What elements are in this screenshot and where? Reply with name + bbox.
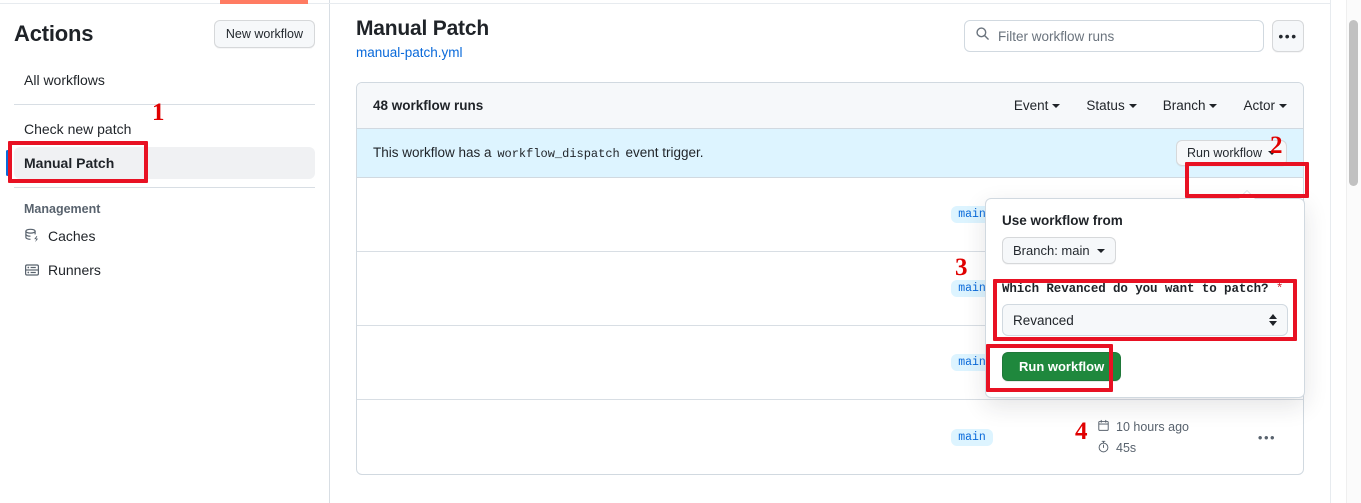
- run-workflow-submit-button[interactable]: Run workflow: [1002, 352, 1122, 381]
- chevron-down-icon: [1052, 103, 1061, 108]
- run-workflow-popover: Use workflow from Branch: main Which Rev…: [985, 190, 1305, 398]
- dispatch-text-after: event trigger.: [625, 145, 704, 160]
- filter-event[interactable]: Event: [1014, 98, 1061, 113]
- workflow-runs-count: 48 workflow runs: [373, 98, 484, 113]
- table-row[interactable]: main: [357, 178, 1303, 252]
- required-marker: *: [1275, 282, 1284, 296]
- dispatch-banner-text: This workflow has a workflow_dispatch ev…: [373, 145, 704, 161]
- row-branch-cell: main: [847, 428, 1097, 446]
- annotation-number-3: 3: [955, 254, 968, 281]
- table-row[interactable]: main 10 hou: [357, 400, 1303, 474]
- timestamp-text: 10 hours ago: [1116, 419, 1189, 434]
- row-more-options-button[interactable]: •••: [1257, 429, 1277, 445]
- workflow-input-label-text: Which Revanced do you want to patch?: [1002, 282, 1269, 296]
- row-branch-cell: main: [847, 280, 1097, 297]
- filter-bar: Event Status Branch Actor: [1014, 98, 1287, 113]
- sidebar-item-label: Runners: [48, 262, 101, 278]
- branch-badge[interactable]: main: [951, 428, 993, 446]
- branch-selector-button[interactable]: Branch: main: [1002, 237, 1116, 264]
- chevron-down-icon: [1096, 248, 1105, 253]
- sidebar-group-management: Management: [24, 202, 101, 216]
- row-meta-cell: 10 hours ago 45s: [1097, 419, 1247, 456]
- branch-badge[interactable]: main: [951, 354, 993, 371]
- row-timestamp: 10 hours ago: [1097, 419, 1247, 435]
- sidebar-divider: [14, 187, 315, 188]
- new-workflow-button[interactable]: New workflow: [213, 20, 315, 48]
- sidebar-item-label: Caches: [48, 228, 96, 244]
- workflow-runs-panel: 48 workflow runs Event Status Branch: [356, 82, 1304, 475]
- branch-badge[interactable]: main: [951, 206, 993, 223]
- run-workflow-dropdown-button[interactable]: Run workflow: [1175, 140, 1287, 166]
- filter-label: Actor: [1243, 98, 1275, 113]
- dispatch-text-before: This workflow has a: [373, 145, 492, 160]
- sidebar-item-runners[interactable]: Runners: [14, 254, 315, 286]
- workflow-title: Manual Patch: [356, 17, 489, 40]
- duration-text: 45s: [1116, 440, 1137, 455]
- row-branch-cell: main: [847, 354, 1097, 371]
- revanced-select[interactable]: Revanced: [1002, 304, 1288, 336]
- search-icon: [975, 26, 990, 46]
- stopwatch-icon: [1097, 440, 1110, 456]
- annotation-number-4: 4: [1075, 418, 1088, 445]
- sidebar-item-label: Check new patch: [24, 121, 132, 137]
- top-hairline: [0, 3, 1330, 4]
- sidebar-item-label: Manual Patch: [24, 155, 115, 171]
- filter-branch[interactable]: Branch: [1163, 98, 1218, 113]
- annotation-number-1: 1: [152, 99, 165, 126]
- cache-icon: [24, 228, 40, 244]
- sidebar-divider: [14, 104, 315, 105]
- sidebar-item-all-workflows[interactable]: All workflows: [14, 64, 315, 96]
- revanced-select-value: Revanced: [1013, 312, 1074, 328]
- branch-selector-label: Branch: main: [1013, 243, 1090, 258]
- filter-label: Branch: [1162, 98, 1206, 113]
- more-options-button[interactable]: •••: [1272, 20, 1304, 52]
- filter-label: Event: [1013, 98, 1049, 113]
- sidebar-list: All workflows Check new patch Manual Pat…: [6, 64, 315, 286]
- filter-status[interactable]: Status: [1086, 98, 1137, 113]
- chevron-down-icon: [1268, 151, 1276, 155]
- header-actions: •••: [964, 20, 1304, 52]
- calendar-icon: [1097, 419, 1110, 435]
- page-load-progress-bar: [220, 0, 308, 4]
- runners-icon: [24, 262, 40, 278]
- chevron-down-icon: [1279, 103, 1287, 108]
- workflow-file-link[interactable]: manual-patch.yml: [356, 45, 463, 60]
- main-content: Manual Patch manual-patch.yml •••: [330, 0, 1330, 503]
- page-title: Actions: [14, 21, 94, 46]
- sidebar-item-check-new-patch[interactable]: Check new patch: [14, 113, 315, 145]
- filter-actor[interactable]: Actor: [1243, 98, 1287, 113]
- row-branch-cell: main: [847, 206, 1097, 223]
- run-workflow-button-label: Run workflow: [1186, 146, 1262, 160]
- annotation-number-2: 2: [1270, 132, 1283, 159]
- row-duration: 45s: [1097, 440, 1247, 456]
- stepper-icon: [1269, 314, 1277, 326]
- filter-label: Status: [1086, 98, 1125, 113]
- workflow-title-block: Manual Patch manual-patch.yml: [356, 14, 489, 62]
- workflow-input-label: Which Revanced do you want to patch? *: [1002, 282, 1288, 296]
- sidebar-item-caches[interactable]: Caches: [14, 220, 315, 252]
- sidebar-item-manual-patch[interactable]: Manual Patch: [6, 147, 315, 179]
- branch-badge[interactable]: main: [951, 280, 993, 297]
- workflow-header: Manual Patch manual-patch.yml •••: [356, 14, 1304, 62]
- filter-workflow-runs-box[interactable]: [964, 20, 1264, 52]
- search-input[interactable]: [998, 28, 1253, 44]
- page-scrollbar-thumb[interactable]: [1349, 20, 1358, 186]
- workflow-dispatch-banner: This workflow has a workflow_dispatch ev…: [357, 129, 1303, 178]
- table-row[interactable]: main: [357, 252, 1303, 326]
- sidebar-header: Actions New workflow: [14, 0, 315, 54]
- chevron-down-icon: [1128, 103, 1137, 108]
- sidebar-item-label: All workflows: [24, 72, 105, 88]
- actions-sidebar: Actions New workflow All workflows Check…: [0, 0, 330, 503]
- workflow-runs-header: 48 workflow runs Event Status Branch: [357, 83, 1303, 129]
- chevron-down-icon: [1209, 103, 1218, 108]
- dispatch-event-code: workflow_dispatch: [497, 147, 620, 161]
- use-workflow-from-label: Use workflow from: [1002, 213, 1123, 228]
- content-right-gutter: [1330, 0, 1346, 503]
